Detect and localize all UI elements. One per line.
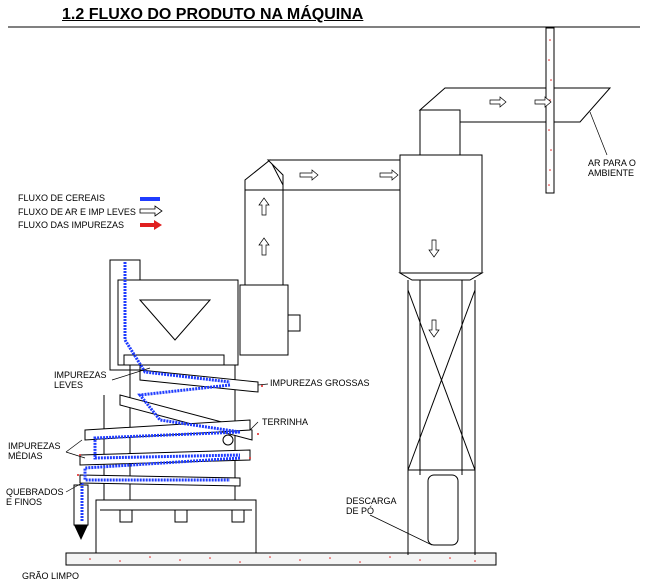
floor-speckles	[89, 556, 476, 563]
cereal-flow	[80, 262, 241, 522]
page-title: 1.2 FLUXO DO PRODUTO NA MÁQUINA	[62, 6, 364, 23]
screens	[79, 369, 259, 487]
machine-frame	[95, 259, 257, 554]
impurity-flow	[77, 385, 263, 476]
legend-impurity-swatch	[140, 220, 162, 230]
legend-label-air: FLUXO DE AR E IMP LEVES	[18, 207, 136, 217]
label-grao-limpo: GRÃO LIMPO	[22, 571, 80, 581]
legend-label-cereal: FLUXO DE CEREAIS	[18, 193, 106, 203]
legend-label-impurity: FLUXO DAS IMPUREZAS	[18, 220, 125, 230]
label-terrinha: TERRINHA	[262, 417, 309, 427]
label-impurezas-grossas: IMPUREZAS GROSSAS	[270, 378, 370, 388]
outlet-tip	[74, 525, 88, 540]
leader-lines	[65, 111, 608, 546]
air-flow-arrows	[258, 96, 552, 338]
ducts	[239, 87, 612, 555]
exhaust-pipe	[545, 27, 555, 194]
legend-air-swatch	[139, 205, 163, 217]
floor	[65, 552, 497, 566]
